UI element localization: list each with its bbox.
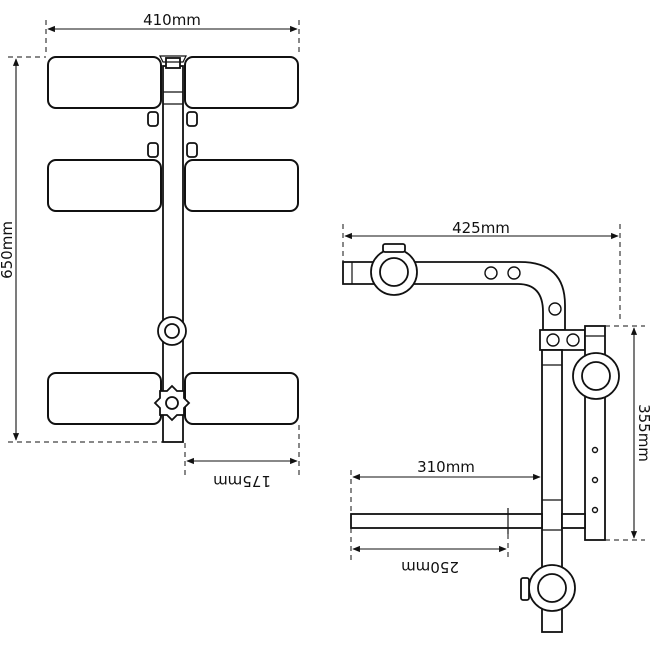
dim-label-410: 410mm — [143, 11, 201, 29]
central-tube — [162, 65, 184, 443]
pad-mid-left — [47, 159, 162, 212]
main-post — [541, 349, 563, 633]
top-knob — [165, 57, 181, 69]
pad-top-right — [184, 56, 299, 109]
pad-top-left — [47, 56, 162, 109]
lower-bar — [350, 513, 543, 529]
pad-mid-right — [184, 159, 299, 212]
upright-hole — [591, 446, 599, 454]
arm-hole — [507, 266, 521, 280]
upright-hole — [591, 476, 599, 484]
pad-bottom-right — [184, 372, 299, 425]
dim-label-175: 175mm — [213, 472, 271, 490]
dim-label-355: 355mm — [635, 404, 650, 462]
side-view: 425mm 355mm 310mm 250mm — [342, 219, 650, 633]
dim-label-425: 425mm — [452, 219, 510, 237]
arm-hole — [484, 266, 498, 280]
tube-clamps — [147, 111, 198, 158]
top-view: 410mm 650mm 175mm — [0, 11, 300, 490]
upright-hole — [591, 506, 599, 514]
dim-label-650: 650mm — [0, 221, 16, 279]
dim-label-310: 310mm — [417, 458, 475, 476]
arm-hole — [548, 302, 562, 316]
pad-bottom-left — [47, 372, 162, 425]
dim-label-250: 250mm — [401, 558, 459, 576]
